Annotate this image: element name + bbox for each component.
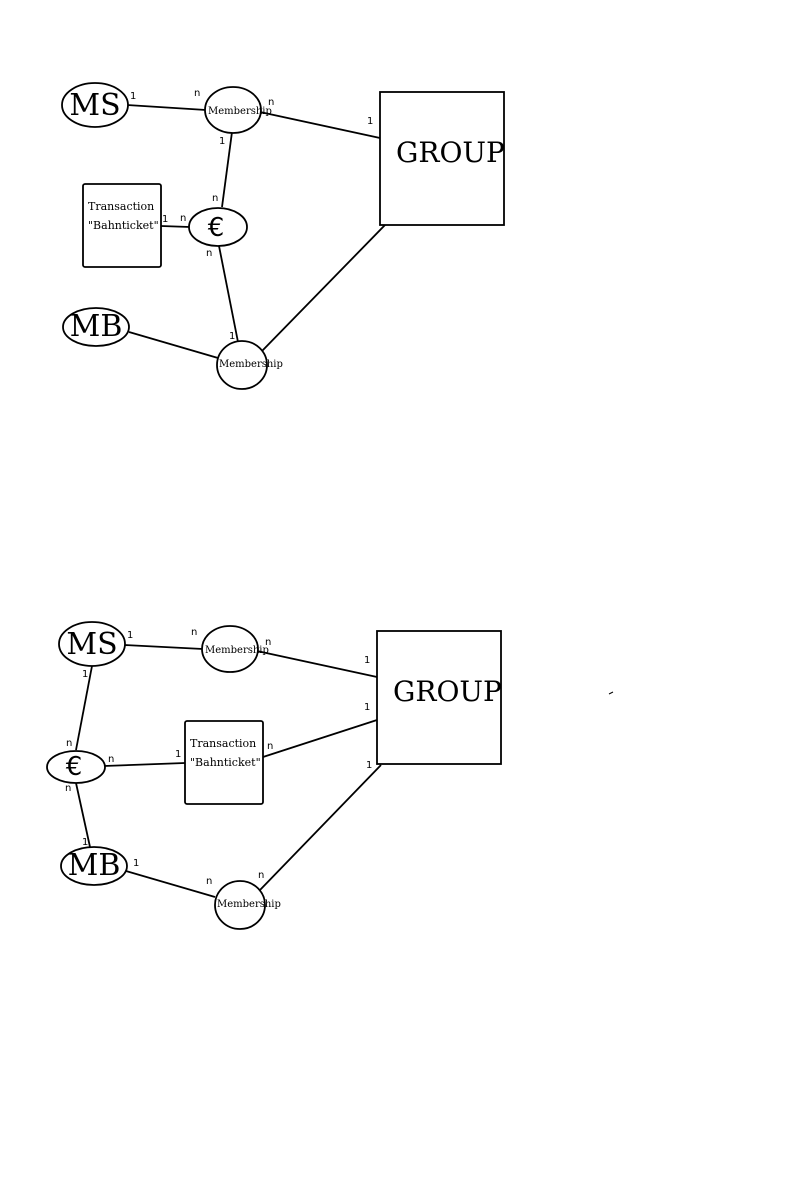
cardinality-label: n [206, 248, 212, 259]
diagram-2: MS Membership GROUP Transaction "Bahntic… [46, 621, 502, 930]
cardinality-label: 1 [219, 136, 225, 147]
cardinality-label: 1 [82, 837, 88, 848]
mb-entity[interactable] [62, 307, 130, 347]
cardinality-label: n [66, 738, 72, 749]
cardinality-label: 1 [367, 116, 373, 127]
line-transaction-euro [160, 225, 191, 228]
cardinality-label: n [268, 97, 274, 108]
cardinality-label: 1 [82, 669, 88, 680]
cardinality-label: 1 [229, 331, 235, 342]
transaction-entity[interactable] [82, 183, 162, 268]
transaction-entity[interactable] [184, 720, 264, 805]
line-ms-euro [75, 665, 93, 751]
group-label: GROUP [396, 136, 505, 169]
cardinality-label: n [265, 637, 271, 648]
cardinality-label: 1 [130, 91, 136, 102]
line-ms-membership [123, 644, 204, 650]
cardinality-label: 1 [364, 655, 370, 666]
euro-icon: € [208, 213, 225, 243]
line-mb-membership-bottom [128, 331, 219, 359]
cardinality-label: n [180, 213, 186, 224]
line-membership-group [259, 111, 381, 139]
ms-label: MS [66, 627, 117, 662]
cardinality-label: n [258, 870, 264, 881]
mb-label: MB [70, 309, 123, 344]
euro-relationship[interactable] [46, 750, 106, 784]
group-entity[interactable] [376, 630, 502, 765]
cardinality-label: 1 [366, 760, 372, 771]
euro-icon: € [66, 752, 83, 782]
transaction-label-line2: "Bahnticket" [190, 756, 261, 769]
line-mb-membership-bottom [125, 870, 216, 898]
cardinality-label: n [65, 783, 71, 794]
line-membership-bottom-group [259, 764, 382, 891]
ms-label: MS [69, 88, 120, 123]
transaction-label-line1: Transaction [190, 737, 256, 750]
line-ms-membership [126, 104, 207, 111]
transaction-label-line1: Transaction [88, 200, 154, 213]
cardinality-label: 1 [133, 858, 139, 869]
group-label: GROUP [393, 675, 502, 708]
ms-entity[interactable] [58, 621, 126, 667]
line-transaction-group [262, 719, 378, 758]
cardinality-label: 1 [175, 749, 181, 760]
cardinality-label: n [212, 193, 218, 204]
line-membership-bottom-group [261, 224, 386, 352]
transaction-label-line2: "Bahnticket" [88, 219, 159, 232]
membership-top-relationship[interactable] [204, 86, 262, 134]
line-membership-group [256, 650, 378, 678]
cardinality-label: 1 [162, 214, 168, 225]
cardinality-label: n [108, 754, 114, 765]
ms-entity[interactable] [61, 82, 129, 128]
cardinality-label: n [194, 88, 200, 99]
diagram-1: MS Membership GROUP Transaction "Bahntic… [61, 82, 505, 390]
membership-bottom-label: Membership [217, 899, 281, 910]
cardinality-label: 1 [364, 702, 370, 713]
cardinality-label: n [267, 741, 273, 752]
membership-top-label: Membership [208, 106, 272, 117]
membership-bottom-relationship[interactable] [214, 880, 266, 930]
membership-bottom-label: Membership [219, 359, 283, 370]
line-euro-mb [75, 782, 91, 848]
membership-top-label: Membership [205, 645, 269, 656]
line-euro-membership-bottom [218, 245, 239, 343]
cardinality-label: n [191, 627, 197, 638]
mb-entity[interactable] [60, 846, 128, 886]
cardinality-label: 1 [127, 630, 133, 641]
euro-relationship[interactable] [188, 207, 248, 247]
cardinality-label: n [206, 876, 212, 887]
membership-bottom-relationship[interactable] [216, 340, 268, 390]
line-euro-transaction [103, 762, 186, 767]
membership-top-relationship[interactable] [201, 625, 259, 673]
stray-mark [608, 691, 614, 695]
mb-label: MB [68, 848, 121, 883]
group-entity[interactable] [379, 91, 505, 226]
line-euro-membership [221, 131, 233, 208]
